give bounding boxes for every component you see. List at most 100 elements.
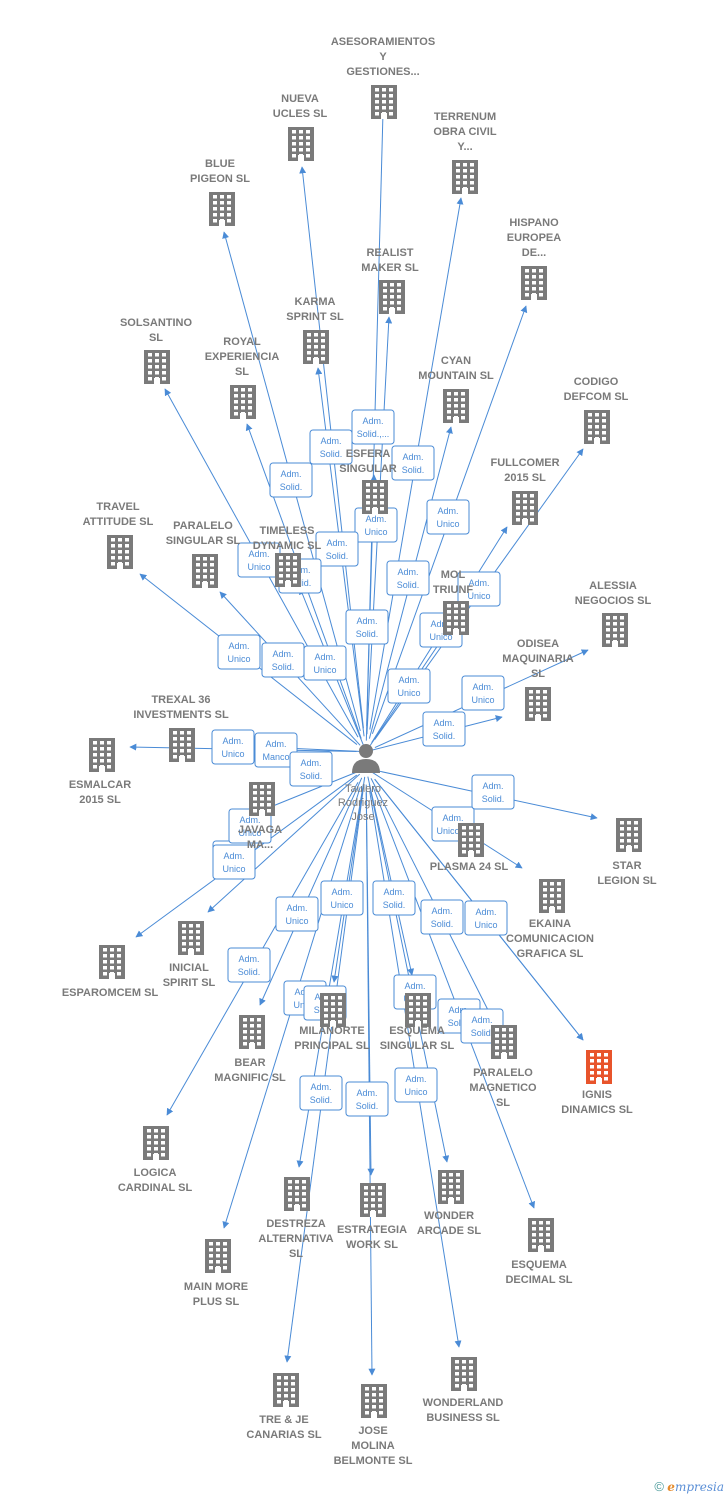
relation-text-milanorte: Adm.Unico — [330, 887, 353, 910]
relation-label-codigo[interactable]: Adm.Unico — [457, 571, 501, 607]
company-node-plasma[interactable]: PLASMA 24 SL — [430, 823, 509, 873]
relation-label-bear[interactable]: Adm.Solid. — [227, 947, 271, 983]
milanorte-building-icon — [320, 993, 346, 1027]
relation-label-destreza[interactable]: Adm.Solid. — [299, 1075, 343, 1111]
relation-label-milanorte[interactable]: Adm.Unico — [320, 880, 364, 916]
relation-label-esparomcem[interactable]: Adm.Unico — [275, 896, 319, 932]
relation-label-estrategia[interactable]: Adm.Solid. — [345, 1081, 389, 1117]
relation-label-paralelo-magnetico[interactable]: Adm.Solid. — [420, 899, 464, 935]
relation-label-timeless[interactable]: Adm.Unico — [303, 645, 347, 681]
relation-text-esmalcar: Adm.Unico — [221, 736, 244, 759]
relation-label-trexal[interactable]: Adm.Manco — [254, 732, 298, 768]
relation-label-hispano[interactable]: Adm.Unico — [426, 499, 470, 535]
relation-label-esfera[interactable]: Adm.Solid. — [345, 609, 389, 645]
relation-label-wonder[interactable]: Adm.Unico — [394, 1067, 438, 1103]
relation-label-ekaina[interactable]: Adm.Unico — [464, 900, 508, 936]
odisea-building-icon — [525, 687, 551, 721]
mol-triunf-building-icon — [443, 601, 469, 635]
relation-label-karma[interactable]: Adm.Solid. — [315, 531, 359, 567]
esquema-singular-building-icon — [405, 993, 431, 1027]
relation-label-blue-pigeon[interactable]: Adm.Solid. — [269, 462, 313, 498]
company-node-esparomcem[interactable]: ESPAROMCEM SL — [62, 945, 159, 999]
relation-label-star[interactable]: Adm.Solid. — [471, 774, 515, 810]
relation-label-esquema-singular[interactable]: Adm.Solid. — [372, 880, 416, 916]
nueva-ucles-building-icon — [288, 127, 314, 161]
relation-label-terrenum[interactable]: Adm.Solid. — [391, 445, 435, 481]
relation-text-esparomcem: Adm.Unico — [285, 903, 308, 926]
relation-text-estrategia: Adm.Solid. — [356, 1088, 379, 1111]
estrategia-building-icon — [360, 1183, 386, 1217]
tre-je-building-icon — [273, 1373, 299, 1407]
relation-label-esmalcar[interactable]: Adm.Unico — [211, 729, 255, 765]
relation-text-logica: Adm.Unico — [222, 851, 245, 874]
footer-brand[interactable]: © empresia — [654, 1479, 724, 1494]
relation-label-javaga[interactable]: Adm.Solid. — [289, 751, 333, 787]
relation-label-asesoramientos[interactable]: Adm.Solid.,... — [351, 409, 395, 445]
relation-text-javaga: Adm.Solid. — [300, 758, 323, 781]
relation-label-odisea[interactable]: Adm.Solid. — [422, 711, 466, 747]
relation-label-alessia[interactable]: Adm.Unico — [461, 675, 505, 711]
relation-label-solsantino[interactable]: Adm.Unico — [217, 634, 261, 670]
relation-label-main-more[interactable]: Adm.Unico — [228, 808, 272, 844]
relation-label-nueva-ucles[interactable]: Adm.Solid. — [309, 429, 353, 465]
relation-text-ignis: Adm.Solid. — [448, 1005, 471, 1028]
relation-text-asesoramientos: Adm.Solid.,... — [357, 416, 390, 439]
copyright-symbol: © — [654, 1479, 664, 1494]
relation-label-cyan[interactable]: Adm.Solid. — [386, 560, 430, 596]
edge-milanorte — [331, 776, 366, 983]
relation-label-logica[interactable]: Adm.Unico — [212, 844, 256, 880]
relation-label-royal[interactable]: Adm.Solid. — [261, 642, 305, 678]
relation-label-mol-triunf[interactable]: Adm.Unico — [387, 668, 431, 704]
